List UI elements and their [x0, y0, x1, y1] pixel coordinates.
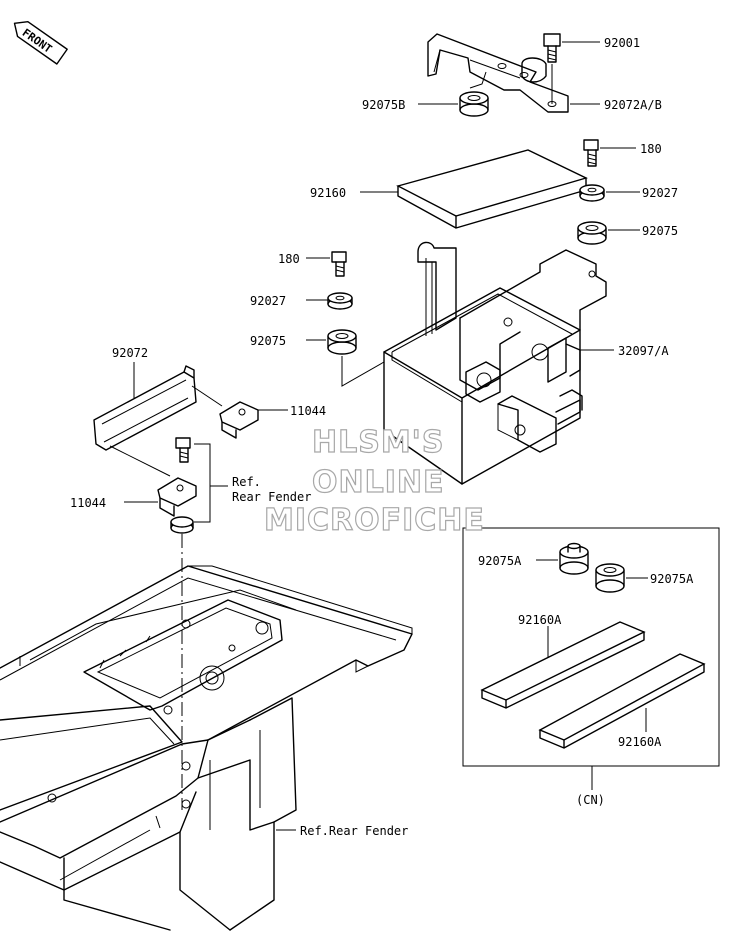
battery-case-32097a [383, 241, 607, 485]
bolt-180-left-icon [331, 251, 347, 277]
collar-92027-left-icon [327, 292, 353, 310]
rear-fender [0, 565, 413, 931]
callout-180-top: 180 [640, 142, 662, 156]
front-arrow-icon: FRONT [13, 21, 68, 65]
ref-fender-line1: Ref. [232, 475, 261, 489]
collar-92027-top-icon [579, 184, 605, 202]
damper-92075-top-icon [577, 221, 607, 245]
watermark-line2: ONLINE [312, 465, 445, 500]
callout-92075a-left: 92075A [478, 554, 522, 568]
inset-label: (CN) [576, 793, 605, 807]
callout-92027-left: 92027 [250, 294, 286, 308]
callout-92075-left: 92075 [250, 334, 286, 348]
damper-92075a-left-icon [559, 542, 589, 575]
damper-92075b-icon [459, 91, 489, 117]
callout-92075a-right: 92075A [650, 572, 694, 586]
callout-92075-top: 92075 [642, 224, 678, 238]
inset-cn-box: 92075A 92075A 92160A 92160A (CN) [462, 527, 720, 807]
callout-92072: 92072 [112, 346, 148, 360]
bolt-180-top-icon [583, 139, 599, 167]
bolt-left-icon [175, 437, 191, 463]
collar-lower-left-icon [170, 516, 194, 534]
bolt-92001-icon [543, 33, 561, 63]
clip-11044-left-icon [157, 477, 197, 517]
callout-92027-top: 92027 [642, 186, 678, 200]
ref-bracket-line [194, 443, 211, 523]
battery-bracket-top [427, 33, 569, 113]
clip-11044-right-icon [219, 401, 259, 439]
ref-fender-line2: Rear Fender [232, 490, 311, 504]
pad-92160 [396, 149, 588, 229]
callout-92072ab: 92072A/B [604, 98, 662, 112]
callout-180-left: 180 [278, 252, 300, 266]
pad-92160a-top-icon [480, 621, 646, 709]
ref-rear-fender-label: Ref.Rear Fender [300, 824, 408, 838]
callout-92160: 92160 [310, 186, 346, 200]
watermark-line3: MICROFICHE [264, 503, 485, 538]
callout-11044-right: 11044 [290, 404, 326, 418]
callout-92001: 92001 [604, 36, 640, 50]
callout-92160a-top: 92160A [518, 613, 562, 627]
callout-92160a-bottom: 92160A [618, 735, 662, 749]
callout-92075b: 92075B [362, 98, 405, 112]
battery-strap-92072 [93, 365, 197, 451]
pad-92160a-bottom-icon [538, 653, 706, 749]
damper-92075-left-icon [327, 329, 357, 355]
callout-32097a: 32097/A [618, 344, 669, 358]
damper-92075a-right-icon [595, 563, 625, 593]
watermark: HLSM'S ONLINE MICROFICHE [263, 424, 485, 538]
callout-11044-left: 11044 [70, 496, 106, 510]
watermark-line1: HLSM'S [312, 425, 444, 460]
